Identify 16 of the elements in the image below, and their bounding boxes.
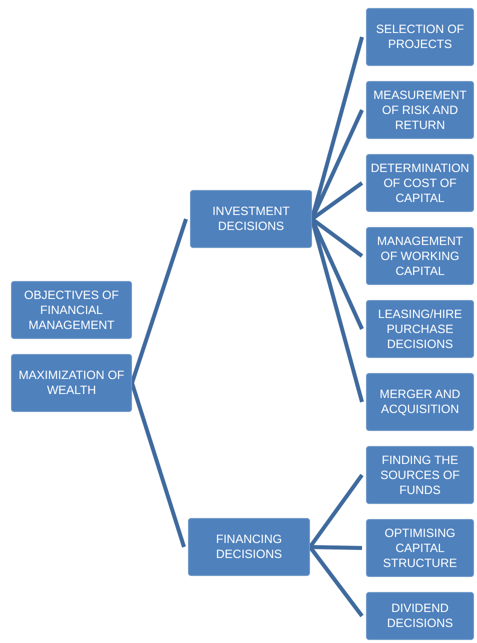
topic-box: FINANCING DECISIONS — [188, 518, 310, 576]
connector-line — [130, 218, 188, 384]
topic-box: INVESTMENT DECISIONS — [190, 190, 312, 248]
topic-box: LEASING/HIRE PURCHASE DECISIONS — [366, 300, 474, 358]
topic-box: SELECTION OF PROJECTS — [366, 8, 474, 66]
connector-line — [310, 545, 362, 550]
topic-box: MAXIMIZATION OF WEALTH — [11, 354, 132, 412]
topic-box: MERGER AND ACQUISITION — [366, 373, 474, 431]
topic-box: OPTIMISING CAPITAL STRUCTURE — [366, 519, 474, 577]
topic-box: FINDING THE SOURCES OF FUNDS — [366, 446, 474, 504]
topic-box: MEASUREMENT OF RISK AND RETURN — [366, 81, 474, 139]
topic-box: OBJECTIVES OF FINANCIAL MANAGEMENT — [11, 281, 132, 339]
topic-box: DETERMINATION OF COST OF CAPITAL — [366, 154, 474, 212]
topic-box: DIVIDEND DECISIONS — [366, 592, 474, 640]
topic-box: MANAGEMENT OF WORKING CAPITAL — [366, 227, 474, 285]
connector-line — [130, 382, 186, 548]
